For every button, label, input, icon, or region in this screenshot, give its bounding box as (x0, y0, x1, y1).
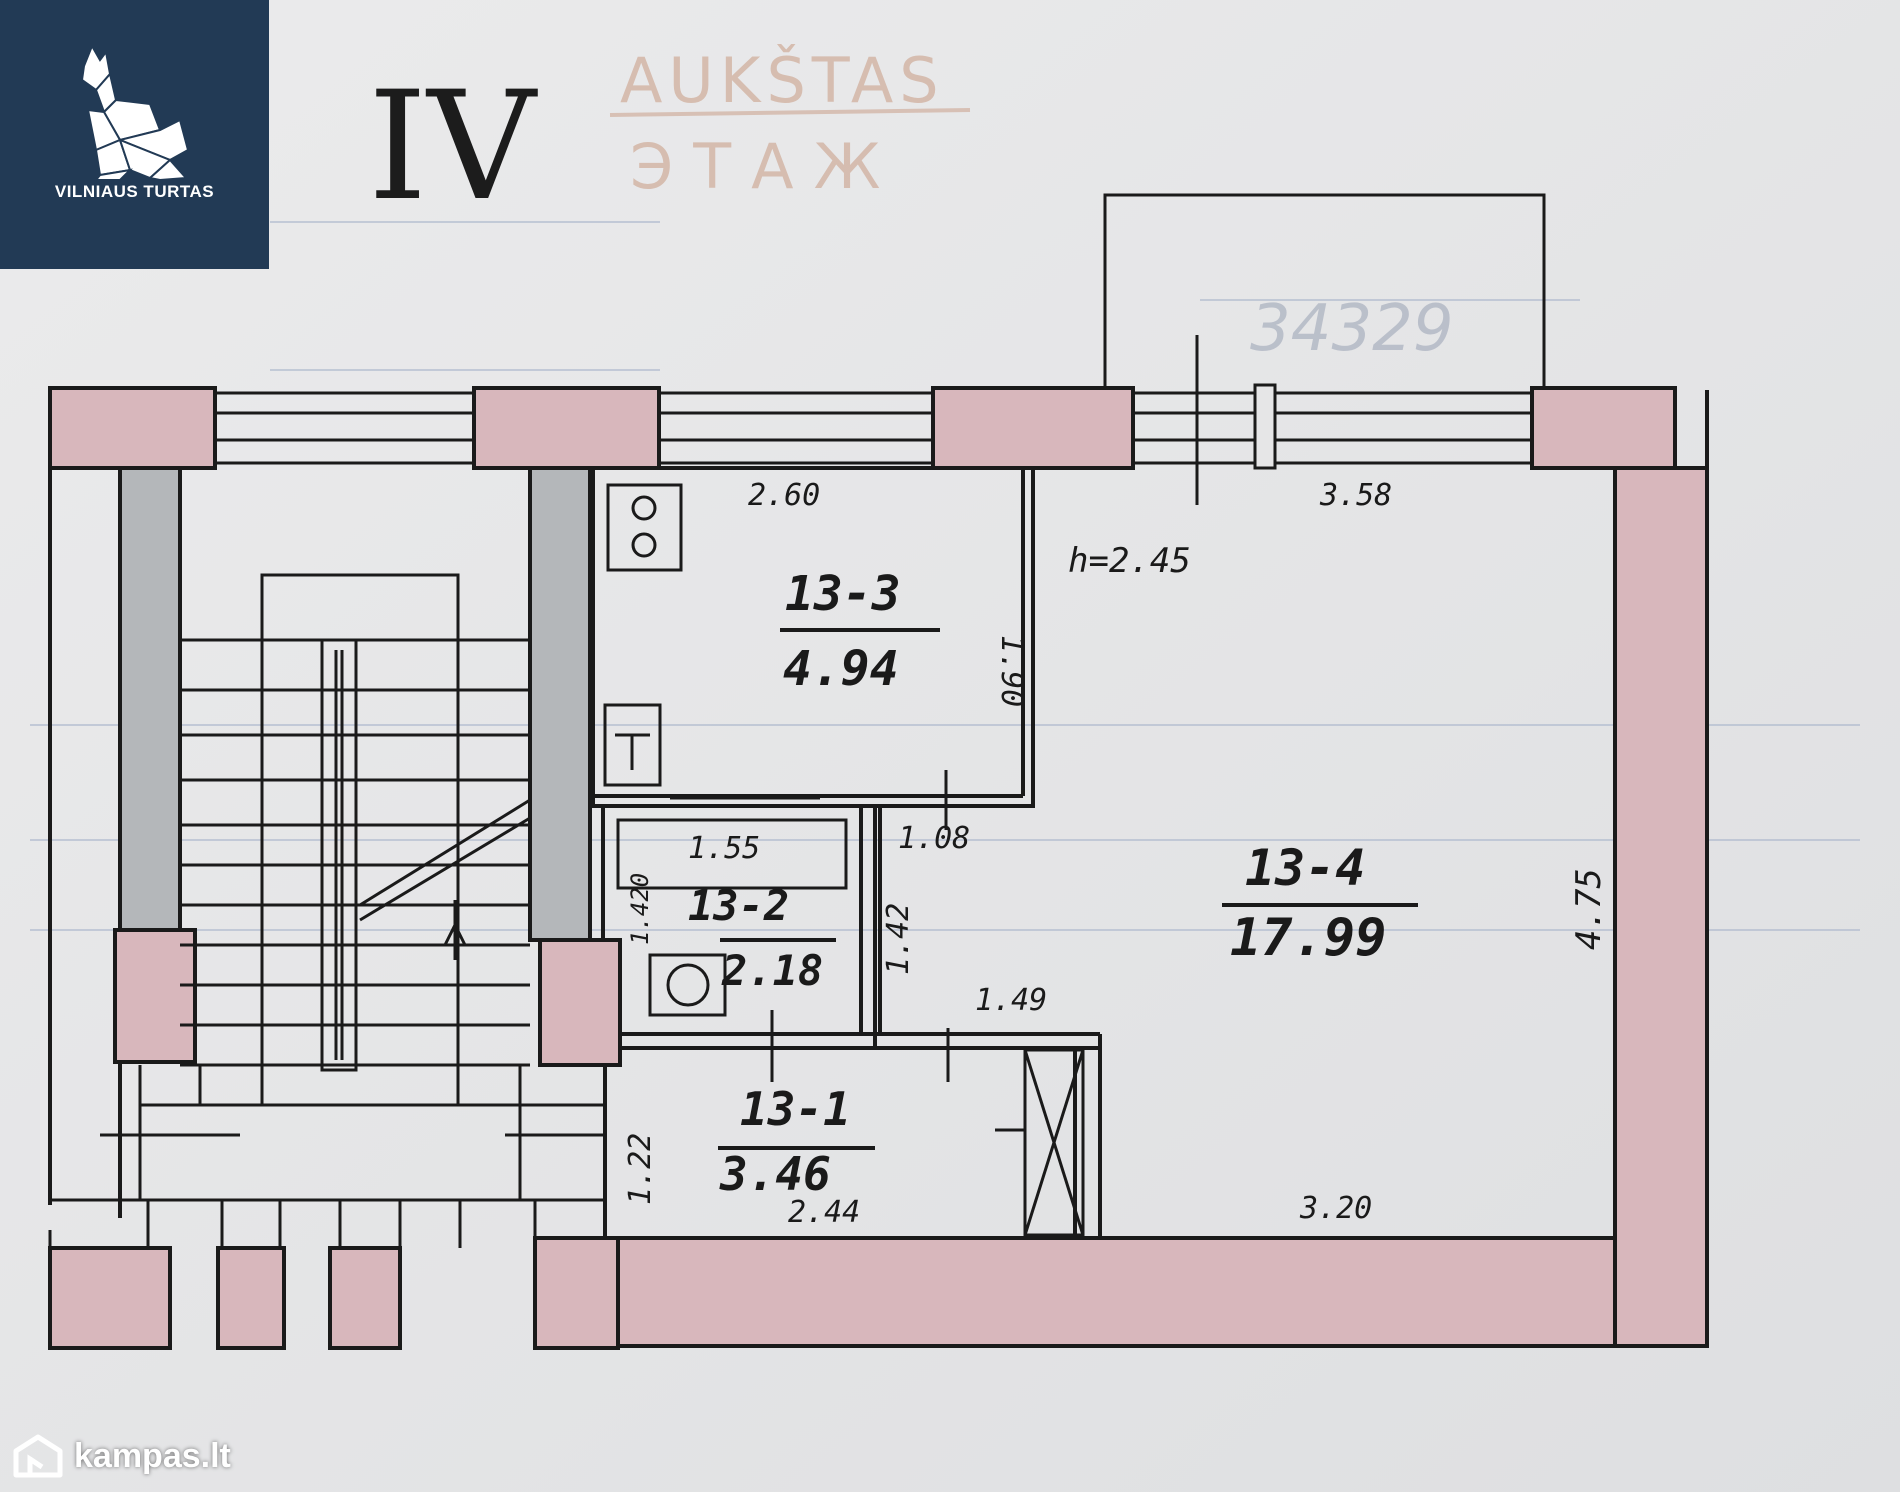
stair-wall-blocks (113, 928, 622, 1067)
room-13-3-id: 13-3 (785, 566, 901, 622)
dim-kitchen-width: 2.60 (748, 478, 820, 513)
dim-door-1: 1.08 (898, 821, 970, 856)
faded-number: 34329 (1250, 292, 1454, 366)
dim-ceiling-height: h=2.45 (1068, 541, 1191, 581)
toilet-icon (618, 953, 727, 1017)
wolf-logo-icon (80, 43, 190, 182)
stamp-lt: AUKŠTAS (620, 44, 945, 117)
room-13-3-area: 4.94 (783, 641, 899, 697)
balcony-outline (1103, 193, 1546, 390)
dim-closet-width: 1.49 (975, 983, 1047, 1018)
room-13-1-area: 3.46 (719, 1147, 831, 1201)
floor-stamp: AUKŠTAS ЭТАЖ (609, 44, 971, 203)
brand-logo-text: VILNIAUS TURTAS (54, 182, 215, 201)
room-labels: 13-3 4.94 13-2 2.18 13-1 3.46 13-4 17.99 (688, 566, 1418, 1201)
kampas-watermark: kampas.lt (12, 1432, 231, 1480)
dim-kitchen-depth: 1.90 (994, 635, 1029, 707)
door-markers (770, 770, 950, 1082)
stove-icon (606, 483, 683, 572)
closet-icon (995, 1048, 1085, 1237)
stair-columns (118, 466, 592, 942)
dimension-labels: 2.60 3.58 h=2.45 1.90 1.08 1.55 1.420 1.… (623, 478, 1609, 1230)
windows (215, 335, 1532, 505)
room-13-1-id: 13-1 (740, 1082, 851, 1136)
dim-room-width: 3.58 (1319, 478, 1392, 513)
floor-numeral: IV (368, 60, 538, 234)
dim-room-bottom-width: 3.20 (1299, 1191, 1372, 1226)
dim-corridor-depth: 1.42 (881, 903, 916, 975)
dim-hall-depth: 1.22 (623, 1133, 658, 1205)
room-13-2-id: 13-2 (688, 881, 789, 930)
dim-bath-depth: 1.420 (626, 873, 654, 945)
brand-logo: VILNIAUS TURTAS (0, 0, 269, 269)
interior-walls (48, 390, 1709, 1346)
house-icon (13, 1434, 63, 1478)
dim-room-depth: 4.75 (1569, 868, 1609, 950)
stamp-ru: ЭТАЖ (630, 130, 900, 203)
room-13-4-id: 13-4 (1245, 839, 1365, 897)
staircase (48, 573, 605, 1248)
room-13-4-area: 17.99 (1230, 908, 1387, 968)
dim-hall-width: 2.44 (788, 1195, 860, 1230)
watermark-text: kampas.lt (74, 1436, 231, 1475)
bathtub-icon (616, 796, 848, 890)
dim-bath-width: 1.55 (688, 831, 760, 866)
sink-icon (603, 703, 662, 787)
room-13-2-area: 2.18 (721, 946, 823, 995)
